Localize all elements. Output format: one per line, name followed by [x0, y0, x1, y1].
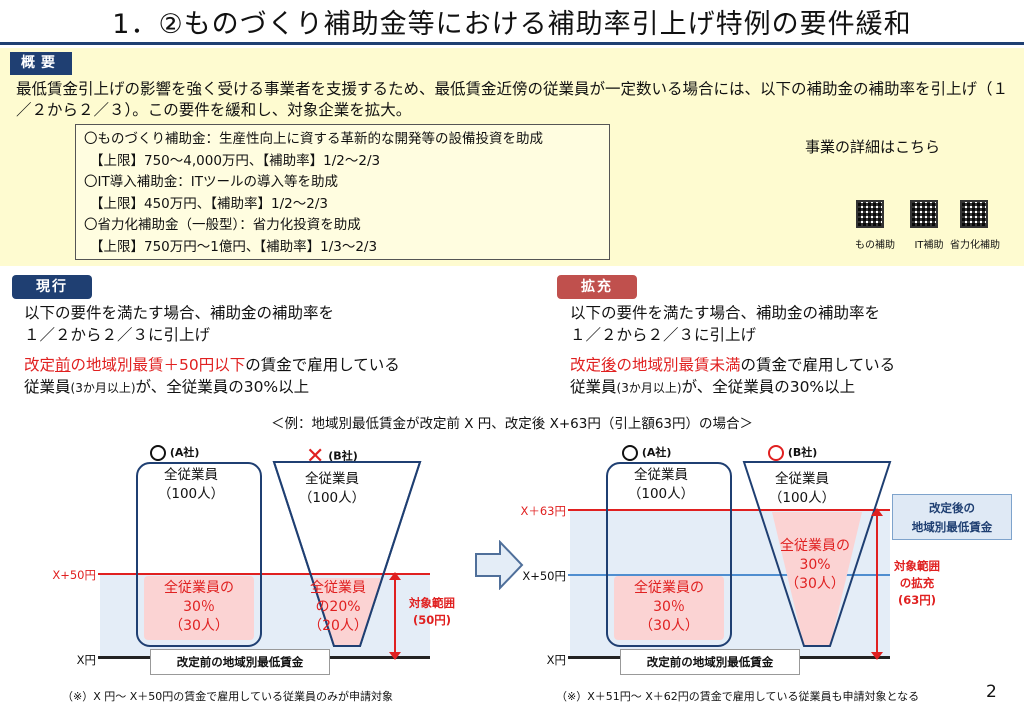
right-axis-bottom: X円 [546, 653, 566, 667]
right-a-all: 全従業員 （100人） [627, 467, 695, 502]
right-range-arrow [871, 508, 883, 660]
qr-code-icon[interactable] [960, 200, 988, 228]
right-footnote: （※）X＋51円～ X＋62円の賃金で雇用している従業員も申請対象となる [556, 690, 920, 703]
circle-icon [768, 445, 784, 461]
left-range-arrow [389, 572, 401, 660]
left-footnote: （※）X 円～ X＋50円の賃金で雇用している従業員のみが申請対象 [62, 690, 393, 703]
left-b-all: 全従業員 （100人） [298, 471, 366, 506]
right-baseline-label: 改定前の地域別最低賃金 [620, 649, 800, 675]
right-axis-top: X＋63円 [520, 504, 566, 518]
expanded-line: １／２から２／３に引上げ [570, 326, 757, 344]
left-a-pink-text: 全従業員の 30％ （30人） [164, 580, 234, 634]
details-label: 事業の詳細はこちら [805, 138, 941, 156]
left-a-all: 全従業員 （100人） [157, 467, 225, 502]
qr-mono[interactable]: もの補助 [840, 200, 910, 251]
left-a-box [136, 462, 262, 647]
qr-code-icon[interactable] [910, 200, 938, 228]
transition-arrow-icon [475, 540, 524, 590]
expanded-tag: 拡充 [557, 275, 637, 299]
right-axis-mid: X+50円 [522, 569, 566, 583]
current-condition-2: 従業員(3か月以上)が、全従業員の30%以上 [24, 378, 310, 396]
right-company-b: (B社) [768, 444, 817, 461]
qr-shoryoku[interactable]: 省力化補助 [940, 200, 1010, 251]
qr-label: 省力化補助 [950, 240, 1000, 251]
expanded-condition: 改定後の地域別最賃未満の賃金で雇用している [570, 356, 896, 374]
left-baseline-label: 改定前の地域別最低賃金 [150, 649, 330, 675]
right-a-box [606, 462, 732, 647]
right-a-pink-text: 全従業員の 30％ （30人） [634, 580, 704, 634]
right-range-label: 対象範囲 の拡充 (63円) [894, 559, 940, 607]
right-company-a: (A社) [622, 444, 671, 461]
left-company-a: (A社) [150, 444, 199, 461]
left-axis-top: X+50円 [52, 568, 96, 582]
left-a-pink [144, 576, 254, 640]
expanded-requirements: 以下の要件を満たす場合、補助金の補助率を １／２から２／３に引上げ 改定後の地域… [570, 302, 895, 399]
subsidy-item: 〇省力化補助金（一般型）：省力化投資を助成 [84, 217, 361, 233]
left-limit-line [98, 573, 430, 575]
right-b-pink-text: 全従業員の 30% （30人） [780, 538, 850, 592]
qr-label: もの補助 [855, 240, 895, 251]
expanded-condition-2: 従業員(3か月以上)が、全従業員の30%以上 [570, 378, 856, 396]
left-range-label: 対象範囲 (50円) [409, 596, 455, 627]
right-b-all: 全従業員 （100人） [768, 471, 836, 506]
qr-it[interactable]: IT補助 [894, 200, 964, 251]
expanded-line: 以下の要件を満たす場合、補助金の補助率を [570, 304, 881, 322]
current-line: 以下の要件を満たす場合、補助金の補助率を [24, 304, 335, 322]
subsidy-list: 〇ものづくり補助金：生産性向上に資する革新的な開発等の設備投資を助成 【上限】7… [75, 124, 610, 260]
left-b-pink-text: 全従業員 の20% （20人） [308, 580, 368, 634]
subsidy-item: 【上限】750～4,000万円、【補助率】1/2～2/3 [90, 152, 381, 169]
subsidy-item: 〇IT導入補助金：ITツールの導入等を助成 [84, 174, 338, 190]
current-requirements: 以下の要件を満たす場合、補助金の補助率を １／２から２／３に引上げ 改定前の地域… [24, 302, 400, 399]
circle-icon [622, 445, 638, 461]
left-axis-bottom: X円 [76, 653, 96, 667]
right-b-funnel [742, 461, 892, 647]
qr-label: IT補助 [914, 240, 944, 251]
right-a-pink [614, 576, 724, 640]
right-new-min-label: 改定後の 地域別最低賃金 [892, 494, 1012, 540]
subsidy-item: 【上限】750万円～1億円、【補助率】1/3～2/3 [90, 238, 378, 255]
right-new-min-line [568, 509, 890, 511]
current-tag: 現行 [12, 275, 92, 299]
page-number: 2 [986, 682, 997, 702]
overview-text: 最低賃金引上げの影響を強く受ける事業者を支援するため、最低賃金近傍の従業員が一定… [16, 80, 1009, 119]
overview-tag: 概要 [10, 52, 72, 75]
current-line: １／２から２／３に引上げ [24, 326, 211, 344]
subsidy-item: 【上限】450万円、【補助率】1/2～2/3 [90, 195, 328, 212]
subsidy-item: 〇ものづくり補助金：生産性向上に資する革新的な開発等の設備投資を助成 [84, 131, 543, 147]
page-title: 1．②ものづくり補助金等における補助率引上げ特例の要件緩和 [112, 9, 912, 40]
qr-code-icon[interactable] [856, 200, 884, 228]
circle-icon [150, 445, 166, 461]
current-condition: 改定前の地域別最賃＋50円以下の賃金で雇用している [24, 356, 400, 374]
example-caption: ＜例：地域別最低賃金が改定前 X 円、改定後 X+63円（引上額63円）の場合＞ [270, 416, 754, 432]
title-divider [0, 42, 1024, 45]
left-b-funnel [272, 461, 422, 647]
right-old-limit-line [568, 574, 890, 576]
